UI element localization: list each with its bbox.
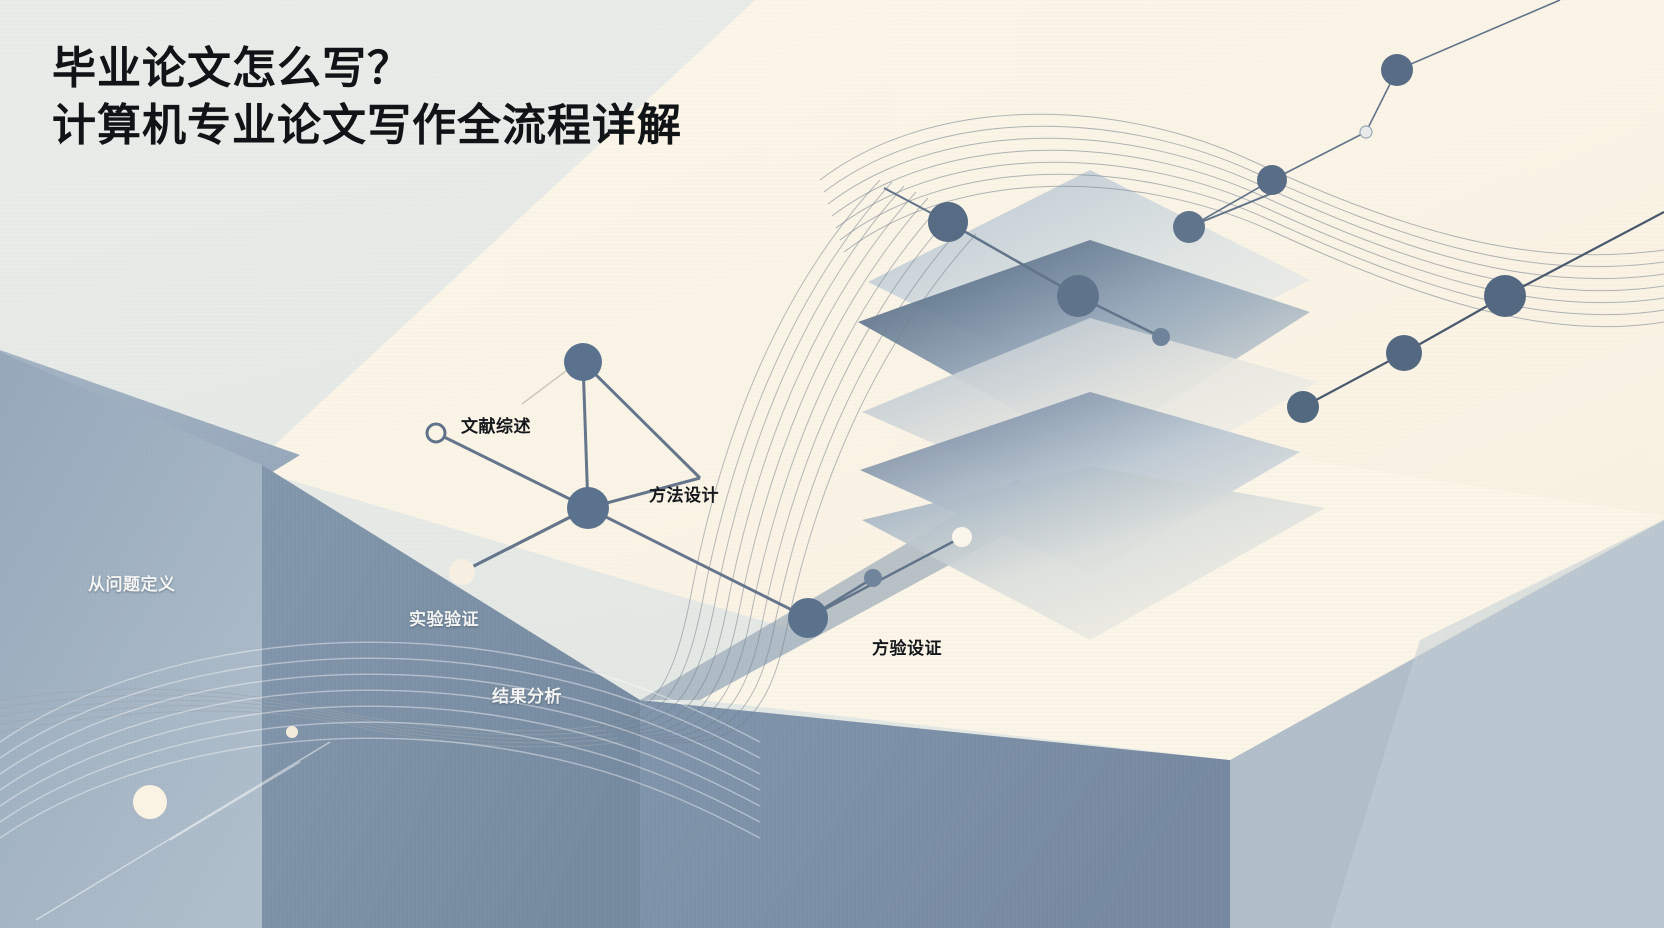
solid-node-marker [1484,275,1526,317]
ribbon-strands-tail [0,688,625,748]
solid-node-marker [564,343,602,381]
flow-label-literature-review: 文献综述 [461,417,531,436]
flow-label-method-validation: 方验设证 [872,639,942,658]
solid-node-marker [864,569,882,587]
solid-node-marker [1173,211,1205,243]
lower-left-connector [35,726,331,921]
wave-strands-left [0,641,761,839]
flow-label-experiment-verify: 实验验证 [409,610,479,629]
cream-dot-marker [449,559,475,585]
ribbon-strands-descending [599,179,977,744]
flow-label-problem-definition: 从问题定义 [88,575,176,594]
ribbon-strands-upper [819,113,1664,328]
flow-label-method-design: 方法设计 [649,486,719,505]
hollow-node-marker [1359,125,1373,139]
flow-network-cards [883,187,1281,346]
flow-label-result-analysis: 结果分析 [492,687,562,706]
cream-dot-marker [133,785,167,819]
solid-node-marker [1287,391,1319,423]
cream-dot-marker [952,527,972,547]
flow-network-upper-right [1189,0,1561,228]
layer-card-5 [862,466,1325,640]
flow-network-lower-right [788,527,972,638]
solid-node-marker [1152,328,1170,346]
solid-node-marker [1057,275,1099,317]
flow-network-center [425,343,809,620]
solid-node-marker [1381,54,1413,86]
solid-node-marker [567,487,609,529]
solid-node-marker [788,598,828,638]
cream-dot-marker [286,726,298,738]
solid-node-marker [928,202,968,242]
hollow-node-marker [425,422,447,444]
solid-node-marker [1386,335,1422,371]
flow-network-right-edge [1287,211,1664,423]
solid-node-marker [1257,165,1287,195]
